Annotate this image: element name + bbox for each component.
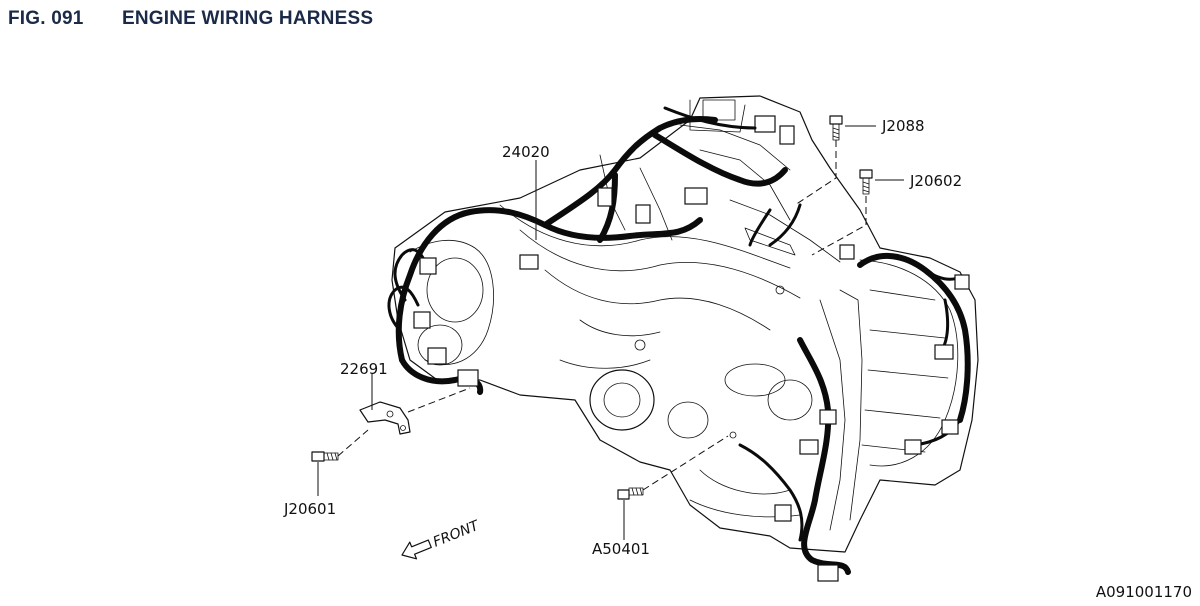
callout-j2088: J2088 <box>881 117 925 135</box>
figure-number: FIG. 091 <box>8 8 84 29</box>
callout-24020: 24020 <box>502 143 550 161</box>
callout-a50401: A50401 <box>592 540 650 558</box>
front-arrow-icon <box>401 539 432 560</box>
engine-block-drawing <box>391 95 979 553</box>
front-direction-indicator: FRONT <box>401 517 483 560</box>
callout-j20601: J20601 <box>283 500 336 518</box>
leader-lines <box>317 125 904 540</box>
front-label: FRONT <box>431 517 483 550</box>
callout-22691: 22691 <box>340 360 388 378</box>
callout-j20602: J20602 <box>909 172 962 190</box>
bolt-a50401-icon <box>617 487 644 500</box>
figure-title: ENGINE WIRING HARNESS <box>122 8 374 29</box>
drawing-code: A091001170 <box>1096 583 1192 601</box>
bolt-j20601-icon <box>311 451 339 462</box>
bracket-22691-icon <box>359 401 411 435</box>
wiring-harness <box>387 106 971 582</box>
bolt-j2088-icon <box>829 115 843 141</box>
bolt-j20602-icon <box>859 169 873 195</box>
figure-header: FIG. 091 ENGINE WIRING HARNESS <box>8 6 373 32</box>
